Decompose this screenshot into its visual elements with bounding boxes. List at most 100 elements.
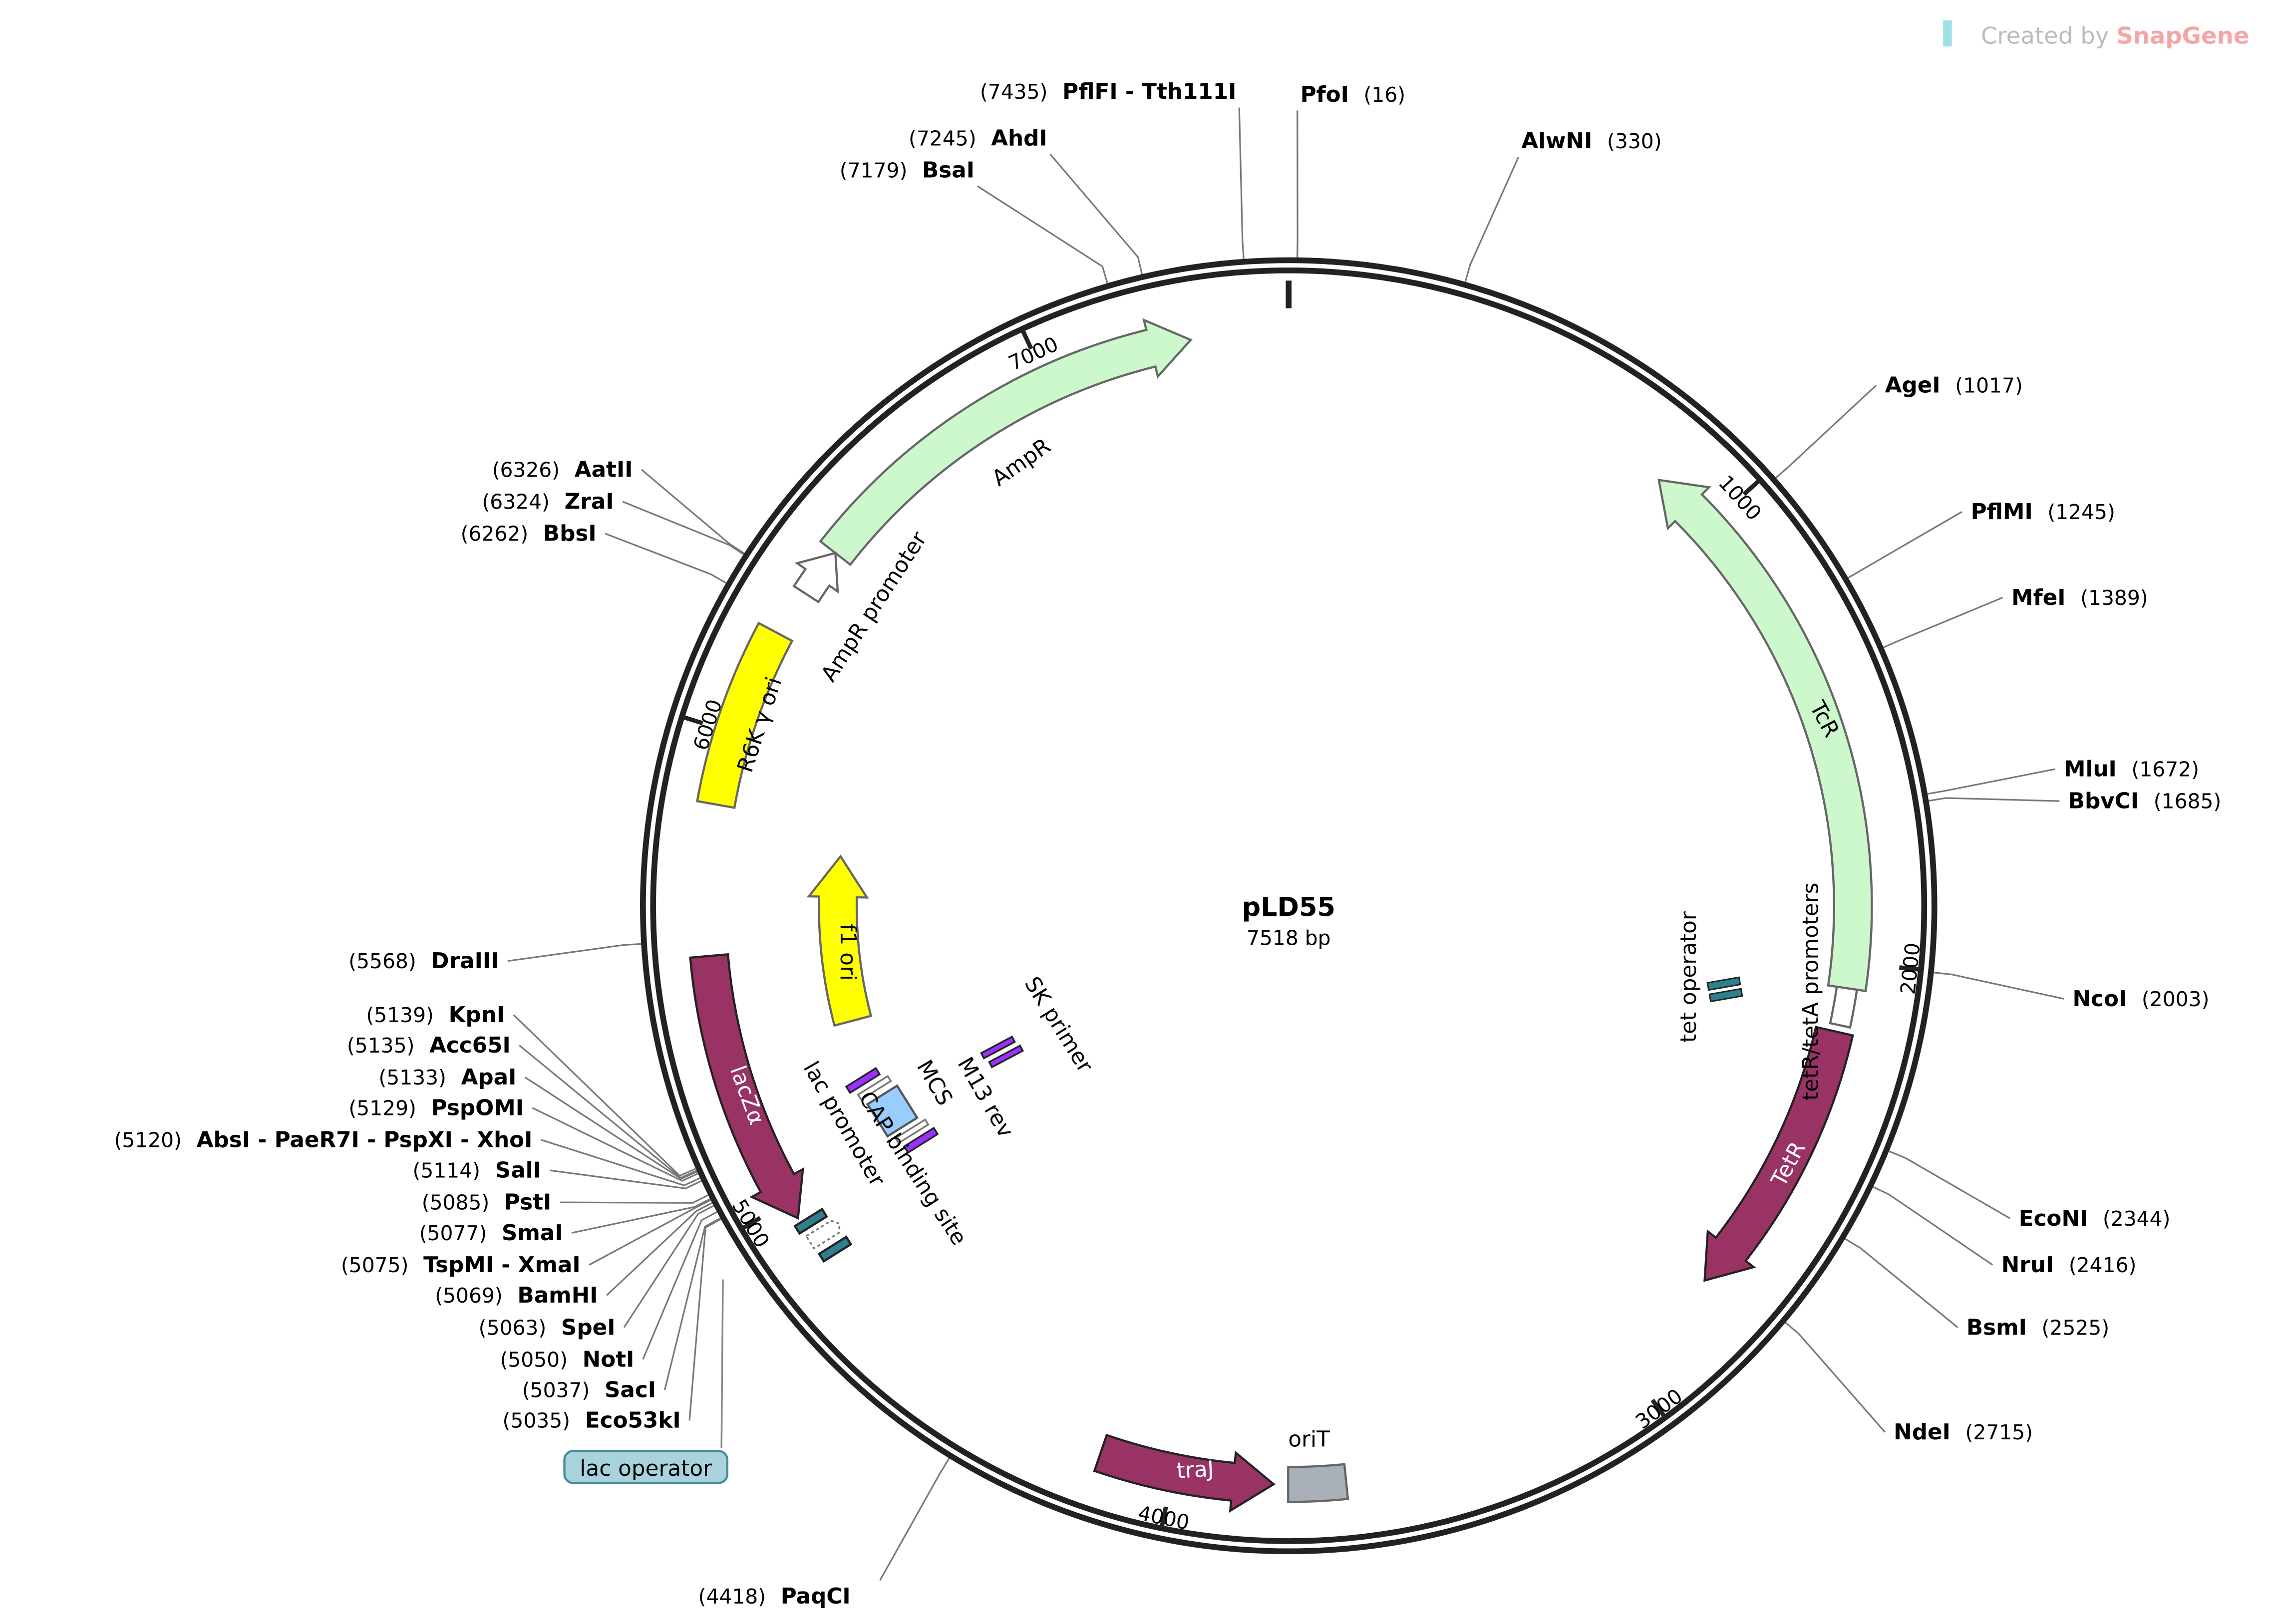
feature-ampr[interactable] <box>819 318 1193 566</box>
enzyme-leader-line <box>642 1211 717 1360</box>
enzyme-name: MfeI <box>2011 585 2065 610</box>
enzyme-leader-line <box>1873 1186 1993 1266</box>
traj-label: traJ <box>1176 1456 1214 1484</box>
svg-text:(5114) SalI: (5114) SalI <box>413 1156 541 1183</box>
spacer <box>416 1093 431 1120</box>
enzyme-site-mlui[interactable]: MluI (1672) <box>2064 755 2199 782</box>
enzyme-position: (5135) <box>347 1034 415 1058</box>
svg-text:(6326) AatII: (6326) AatII <box>492 456 633 483</box>
feature-orit[interactable] <box>1287 1463 1349 1503</box>
enzyme-leader-line <box>623 1205 714 1328</box>
enzyme-position: (4418) <box>698 1585 766 1609</box>
enzyme-site-sali[interactable]: (5114) SalI <box>413 1156 541 1183</box>
enzyme-position: (5085) <box>422 1191 490 1215</box>
enzyme-site-bamhi[interactable]: (5069) BamHI <box>435 1281 598 1308</box>
enzyme-position: (2416) <box>2069 1253 2137 1277</box>
enzyme-site-pflmi[interactable]: PflMI (1245) <box>1971 498 2115 525</box>
enzyme-site-econi[interactable]: EcoNI (2344) <box>2019 1204 2171 1231</box>
enzyme-site-ndei[interactable]: NdeI (2715) <box>1894 1418 2033 1445</box>
watermark-prefix: Created by <box>1981 22 2116 49</box>
enzyme-site-mfei[interactable]: MfeI (1389) <box>2011 583 2148 610</box>
m13-rev-label: M13 rev <box>953 1053 1019 1142</box>
enzyme-name: NotI <box>583 1347 635 1372</box>
feature-tetr-teta-promoters[interactable] <box>1829 985 1859 1029</box>
svg-text:AlwNI (330): AlwNI (330) <box>1521 127 1661 154</box>
enzyme-leader-line <box>560 1194 709 1204</box>
enzyme-site-acc65i[interactable]: (5135) Acc65I <box>347 1031 511 1058</box>
svg-text:(5120) AbsI - PaeR7I - PspXI: (5120) AbsI - PaeR7I - PspXI - XhoI <box>114 1125 532 1152</box>
svg-text:BbvCI (1685): BbvCI (1685) <box>2068 787 2222 814</box>
enzyme-position: (5069) <box>435 1284 503 1308</box>
enzyme-site-alwni[interactable]: AlwNI (330) <box>1521 127 1661 154</box>
tick-mark <box>741 1216 762 1230</box>
enzyme-name: AlwNI <box>1521 128 1592 154</box>
enzyme-site-pfoi[interactable]: PfoI (16) <box>1300 80 1406 107</box>
enzyme-position: (2715) <box>1965 1420 2033 1444</box>
orit-label: oriT <box>1288 1427 1330 1452</box>
enzyme-site-zrai[interactable]: (6324) ZraI <box>482 488 614 515</box>
tick-label: 4000 <box>1136 1501 1191 1535</box>
enzyme-leader-line <box>1934 972 2064 1000</box>
enzyme-site-eco53ki[interactable]: (5035) Eco53kI <box>503 1406 681 1433</box>
enzyme-site-ahdi[interactable]: (7245) AhdI <box>909 124 1047 151</box>
enzyme-site-agei[interactable]: AgeI (1017) <box>1885 371 2023 398</box>
enzyme-site-smai[interactable]: (5077) SmaI <box>419 1219 563 1246</box>
enzyme-position: (7435) <box>980 80 1048 104</box>
enzyme-site-ncoi[interactable]: NcoI (2003) <box>2072 985 2209 1012</box>
enzyme-site-aatii[interactable]: (6326) AatII <box>492 456 633 483</box>
enzyme-leader-line <box>1848 511 1962 579</box>
enzyme-site-bsai[interactable]: (7179) BsaI <box>840 156 974 183</box>
enzyme-site-saci[interactable]: (5037) SacI <box>522 1376 656 1403</box>
enzyme-site-draiii[interactable]: (5568) DraIII <box>348 947 499 974</box>
enzyme-name: ApaI <box>461 1065 517 1090</box>
enzyme-site-absi-paer7i-pspxi-xhoi[interactable]: (5120) AbsI - PaeR7I - PspXI - XhoI <box>114 1125 532 1152</box>
enzyme-name: EcoNI <box>2019 1206 2088 1231</box>
enzyme-site-bbsi[interactable]: (6262) BbsI <box>461 520 597 546</box>
enzyme-name: PspOMI <box>431 1095 524 1120</box>
enzyme-site-tspmi-xmai[interactable]: (5075) TspMI - XmaI <box>341 1251 581 1278</box>
feature-arrows <box>689 318 1873 1513</box>
enzyme-site-nrui[interactable]: NruI (2416) <box>2001 1251 2137 1278</box>
enzyme-site-bsmi[interactable]: BsmI (2525) <box>1966 1313 2109 1340</box>
enzyme-site-kpni[interactable]: (5139) KpnI <box>366 1001 505 1028</box>
feature-tcr[interactable] <box>1657 479 1873 993</box>
svg-text:(5568) DraIII: (5568) DraIII <box>348 947 499 974</box>
tick-mark <box>1020 329 1033 350</box>
lac-operator-text: lac operator <box>580 1456 712 1481</box>
feature-lacz-[interactable] <box>689 953 804 1220</box>
enzyme-leader-line <box>525 1077 697 1180</box>
enzyme-name: AatII <box>575 457 633 483</box>
enzyme-leader-line <box>532 1107 698 1182</box>
enzyme-site-spei[interactable]: (5063) SpeI <box>479 1313 616 1340</box>
enzyme-site-psti[interactable]: (5085) PstI <box>422 1188 552 1215</box>
spacer <box>2033 498 2048 525</box>
tick-mark <box>1650 1398 1666 1418</box>
enzyme-site-paqci[interactable]: (4418) PaqCI <box>698 1582 851 1609</box>
svg-text:(5129) PspOMI: (5129) PspOMI <box>348 1093 524 1120</box>
enzyme-leader-line <box>519 1045 697 1179</box>
spacer <box>434 1001 449 1028</box>
enzyme-name: AhdI <box>991 125 1047 151</box>
feature-traj[interactable] <box>1093 1433 1276 1513</box>
enzyme-position: (1685) <box>2154 790 2222 813</box>
svg-text:AgeI (1017): AgeI (1017) <box>1885 371 2023 398</box>
feature-r6k-ori[interactable] <box>696 621 794 810</box>
feature-f1-ori[interactable] <box>806 854 873 1027</box>
enzyme-site-bbvci[interactable]: BbvCI (1685) <box>2068 787 2222 814</box>
svg-text:(5050) NotI: (5050) NotI <box>500 1345 634 1372</box>
enzyme-position: (6326) <box>492 458 560 482</box>
enzyme-name: BsaI <box>922 157 974 183</box>
enzyme-name: NdeI <box>1894 1419 1950 1445</box>
enzyme-site-noti[interactable]: (5050) NotI <box>500 1345 634 1372</box>
svg-text:(7245) AhdI: (7245) AhdI <box>909 124 1047 151</box>
spacer <box>414 1031 429 1058</box>
enzyme-site-pspomi[interactable]: (5129) PspOMI <box>348 1093 524 1120</box>
feature-tetr[interactable] <box>1703 1026 1854 1282</box>
spacer <box>503 1281 518 1308</box>
enzyme-site-pflfi-tth111i[interactable]: (7435) PflFI - Tth111I <box>980 77 1237 104</box>
enzyme-position: (5133) <box>378 1066 446 1089</box>
enzyme-labels: (7435) PflFI - Tth111I PfoI (16) AlwNI (33… <box>114 77 2222 1609</box>
enzyme-site-apai[interactable]: (5133) ApaI <box>378 1063 516 1090</box>
feature-ampr-promoter[interactable] <box>792 551 839 604</box>
enzyme-leader-line <box>550 1169 702 1189</box>
